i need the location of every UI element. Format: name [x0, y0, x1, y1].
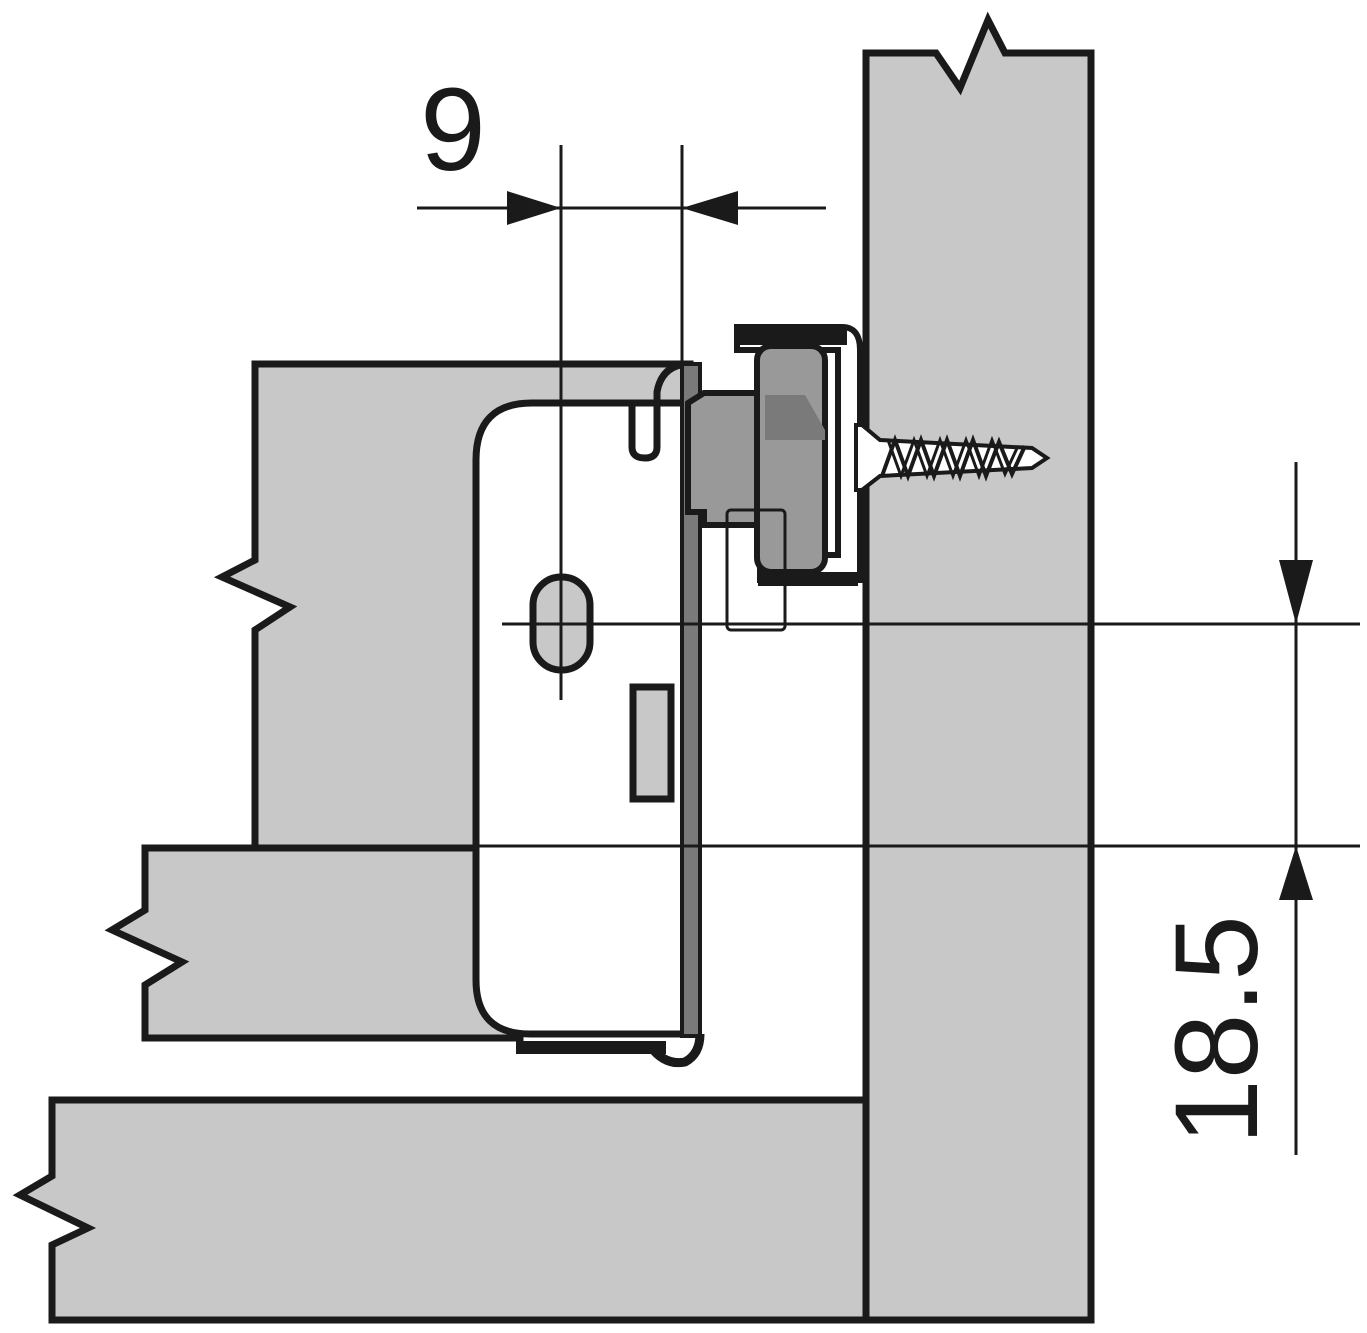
bracket-bottom-bar — [758, 572, 858, 586]
cabinet-side-panel — [862, 11, 1095, 1324]
plate-bottom-strip — [516, 1041, 666, 1054]
drawer-bottom-panel — [104, 844, 524, 1042]
cam-wheel-shadow — [765, 395, 825, 440]
cam-wheel — [754, 343, 828, 575]
dimension-horizontal — [417, 145, 826, 700]
bracket-top-bar — [737, 327, 847, 345]
fitting-body — [472, 399, 692, 1038]
dimension-vertical — [455, 462, 1360, 1155]
dimension-label-horizontal: 9 — [420, 64, 486, 196]
dimension-label-vertical: 18.5 — [1151, 915, 1283, 1145]
cam-guide — [725, 508, 787, 632]
rect-cutout — [629, 683, 675, 803]
steel-plate — [680, 362, 702, 1038]
fitting-hook — [628, 360, 691, 462]
bottom-panel — [12, 1096, 870, 1324]
cam-housing — [685, 390, 763, 528]
wood-screw — [854, 423, 1051, 492]
